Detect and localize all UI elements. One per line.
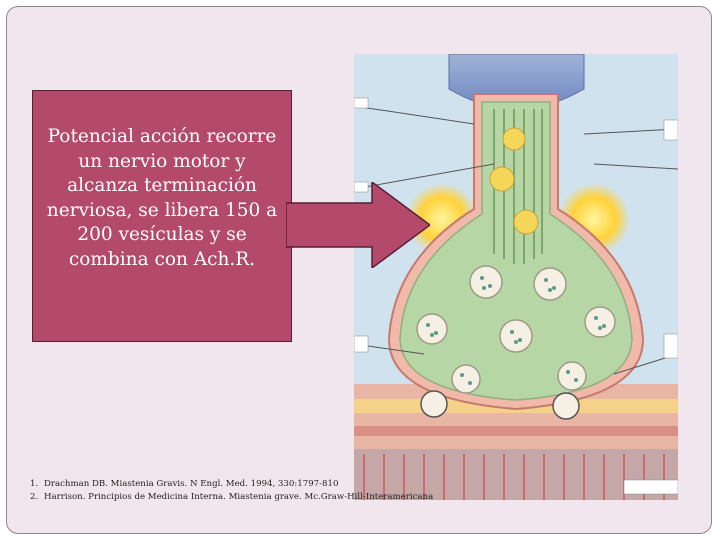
synapse-illustration	[354, 54, 678, 500]
callout-line: alcanza terminación	[67, 175, 257, 196]
callout-line: combina con Ach.R.	[68, 248, 256, 270]
reference-item: 1. Drachman DB. Miastenia Gravis. N Engl.…	[30, 478, 550, 491]
callout-box	[32, 90, 292, 342]
callout-line: 200 vesículas y se	[77, 224, 247, 245]
references-list: 1. Drachman DB. Miastenia Gravis. N Engl.…	[30, 478, 550, 504]
callout-line: Potencial acción recorre	[47, 126, 277, 147]
callout-line: un nervio motor y	[78, 150, 246, 172]
reference-number: 2.	[30, 492, 39, 502]
right-arrow-icon	[286, 182, 430, 268]
reference-number: 1.	[30, 479, 39, 489]
reference-item: 2. Harrison. Principios de Medicina Inter…	[30, 491, 550, 504]
callout-line: nerviosa, se libera 150 a	[46, 199, 278, 221]
reference-text: Harrison. Principios de Medicina Interna…	[44, 492, 434, 502]
callout-text: Potencial acción recorre un nervio motor…	[32, 125, 292, 272]
reference-text: Drachman DB. Miastenia Gravis. N Engl. M…	[44, 479, 339, 489]
